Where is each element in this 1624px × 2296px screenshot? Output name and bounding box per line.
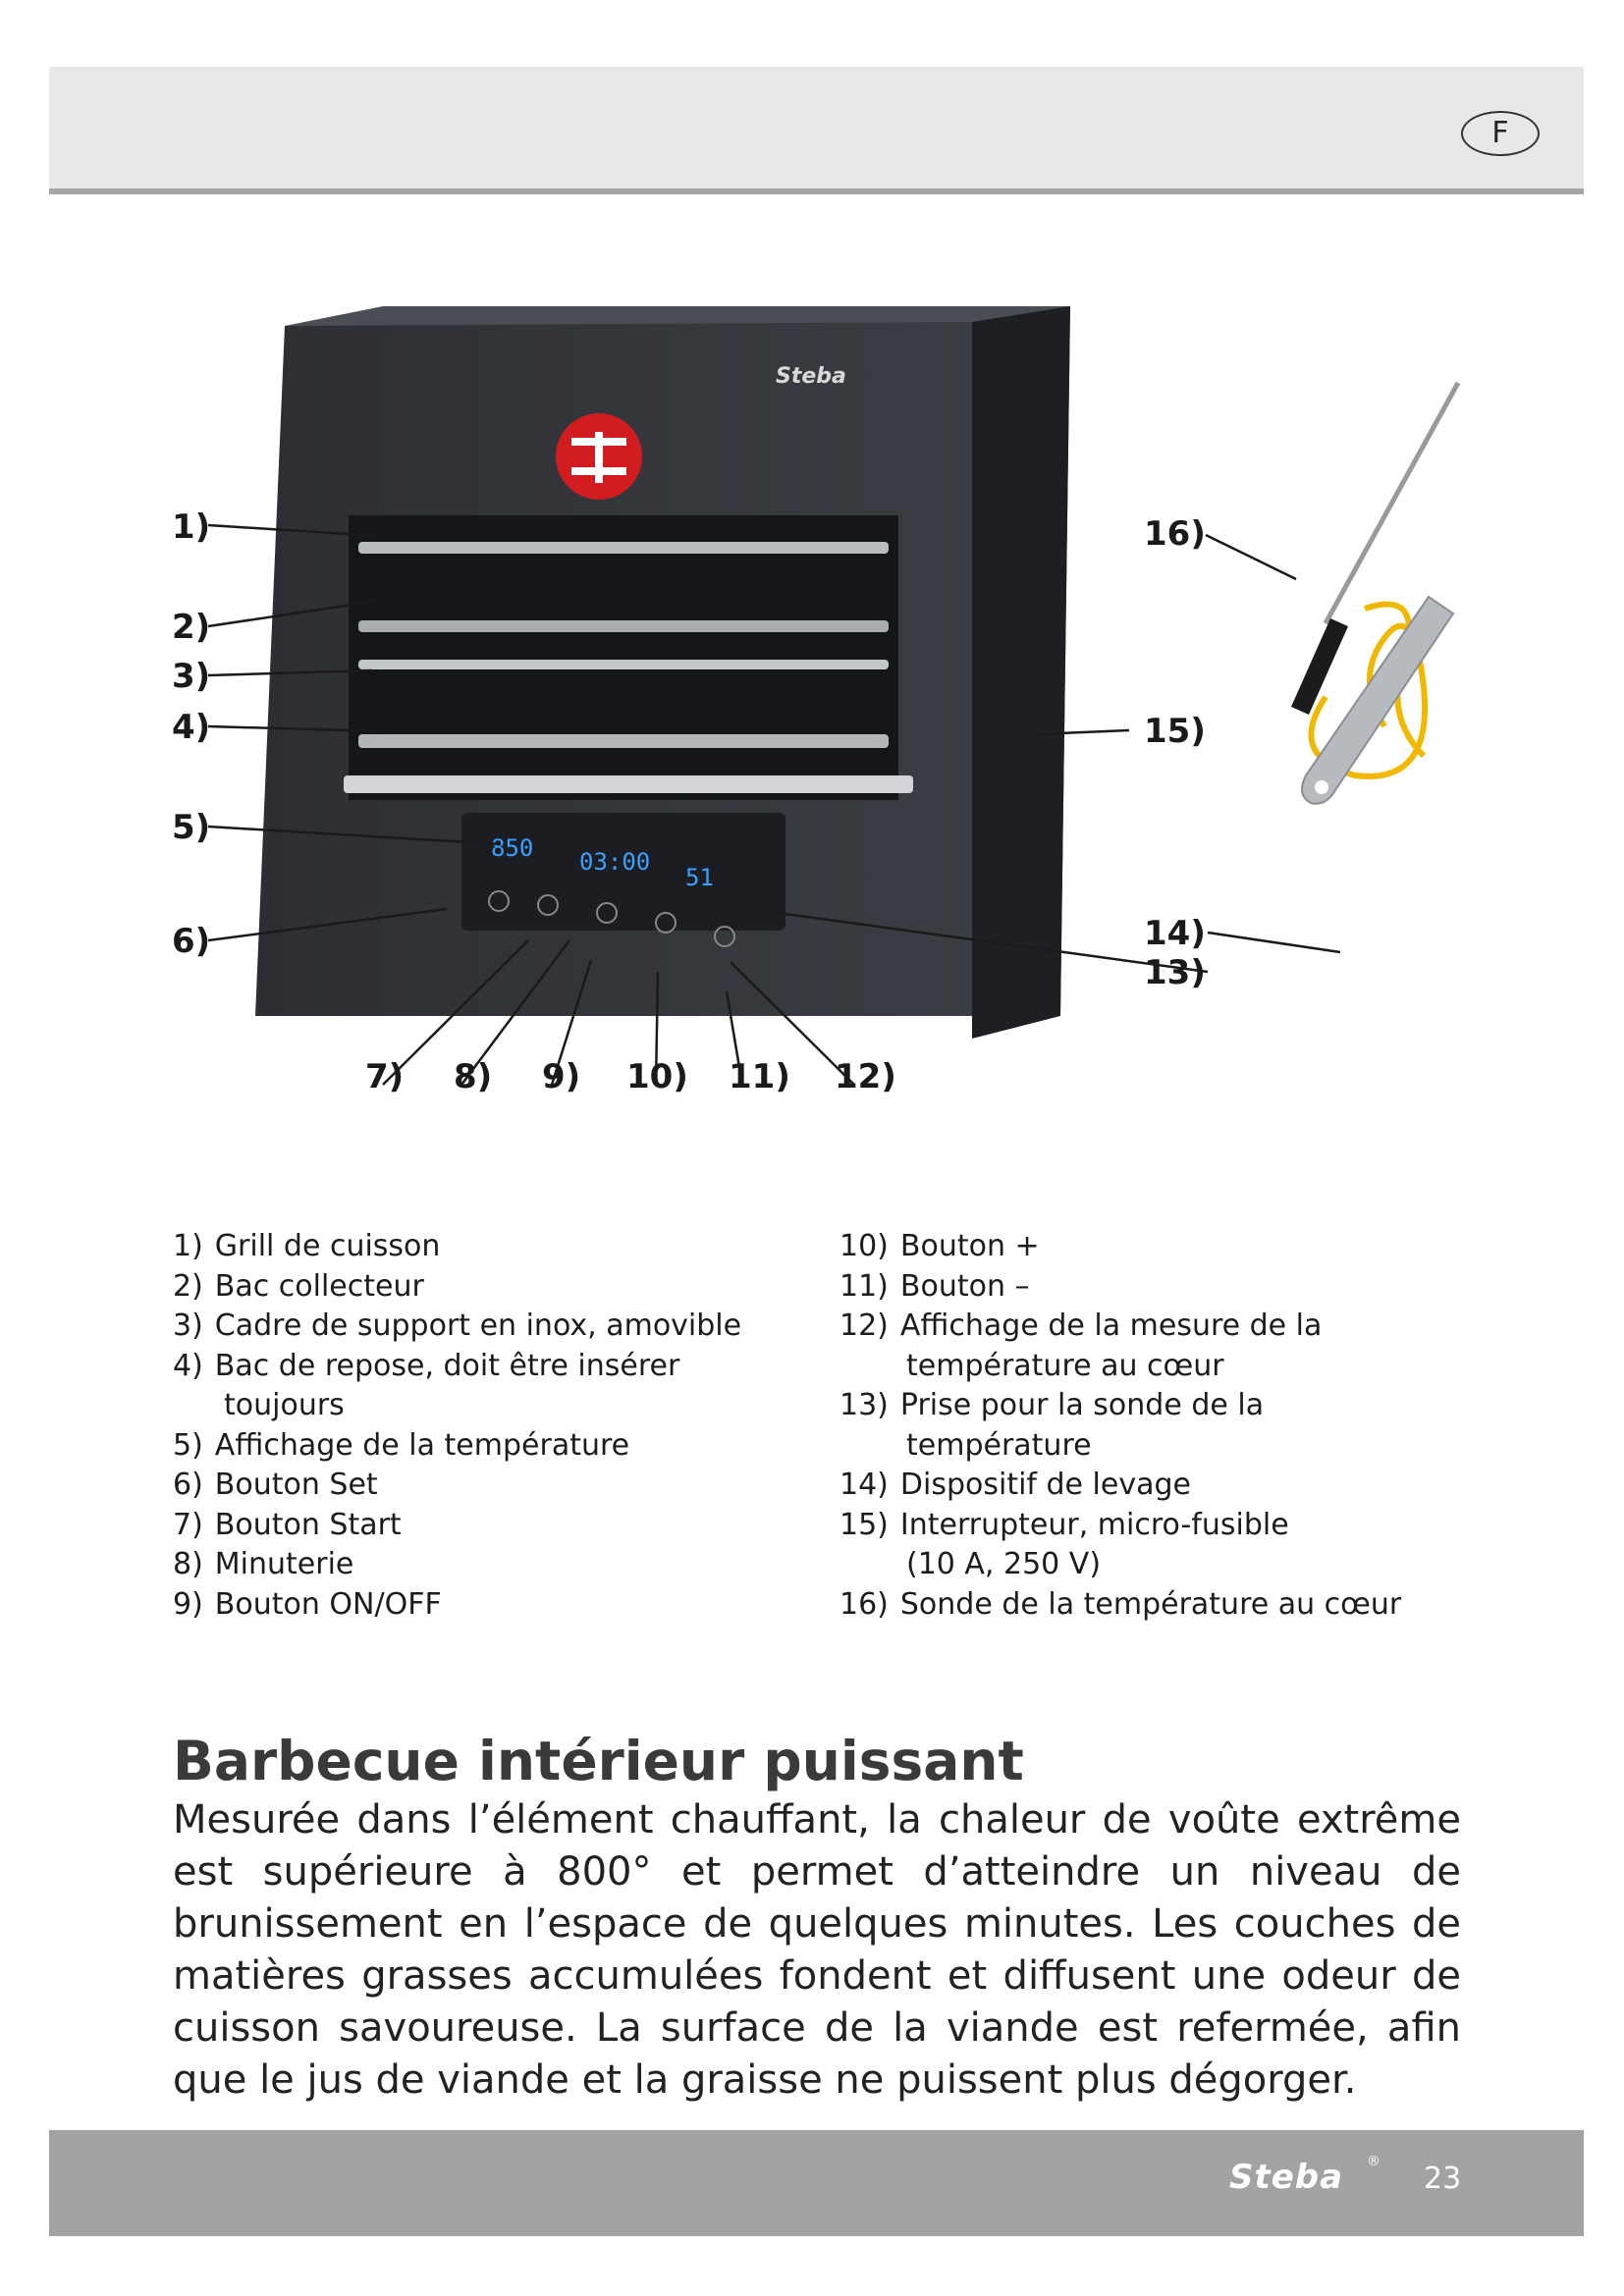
legend-text: Cadre de support en inox, amovible	[215, 1307, 741, 1347]
callout-1: 1)	[172, 507, 210, 547]
legend-continuation: (10 A, 250 V)	[839, 1545, 1546, 1585]
callout-5: 5)	[172, 808, 210, 847]
legend-continuation: température	[839, 1426, 1546, 1467]
legend-text: Bouton Start	[215, 1506, 402, 1546]
legend-number: 14)	[839, 1466, 889, 1506]
legend-item: 12) Affichage de la mesure de la	[839, 1307, 1546, 1347]
legend-item: 7) Bouton Start	[173, 1506, 801, 1546]
legend-item: 3) Cadre de support en inox, amovible	[173, 1307, 801, 1347]
device-brand-logo: Steba	[776, 364, 846, 389]
section-body: Mesurée dans l’élément chauffant, la cha…	[173, 1794, 1461, 2107]
legend-text: Bac de repose, doit être insérer	[215, 1347, 680, 1387]
legend-item: 11) Bouton –	[839, 1267, 1546, 1308]
callout-12: 12)	[835, 1057, 896, 1096]
callout-13: 13)	[1144, 953, 1206, 992]
legend-number: 7)	[173, 1506, 203, 1546]
legend-right: 10) Bouton + 11) Bouton – 12) Affichage de …	[839, 1227, 1546, 1625]
footer-brand-logo: Steba	[1229, 2158, 1343, 2197]
language-badge: F	[1461, 111, 1540, 156]
legend-text: Bouton –	[900, 1267, 1030, 1308]
legend-number: 3)	[173, 1307, 203, 1347]
legend-item: 14) Dispositif de levage	[839, 1466, 1546, 1506]
legend-number: 4)	[173, 1347, 203, 1387]
legend-number: 16)	[839, 1585, 889, 1626]
legend-continuation: toujours	[173, 1386, 801, 1426]
page-number: 23	[1424, 2162, 1461, 2196]
temperature-display: 850	[491, 834, 533, 862]
legend-item: 15) Interrupteur, micro-fusible	[839, 1506, 1546, 1546]
legend-item: 10) Bouton +	[839, 1227, 1546, 1267]
callout-3: 3)	[172, 657, 210, 696]
header-band	[49, 67, 1584, 188]
header-rule	[49, 188, 1584, 194]
callout-16: 16)	[1144, 514, 1206, 554]
legend-left: 1) Grill de cuisson 2) Bac collecteur 3) Ca…	[173, 1227, 801, 1625]
legend-item: 1) Grill de cuisson	[173, 1227, 801, 1267]
callout-10: 10)	[626, 1057, 688, 1096]
device-figure: Steba 850 03:00 51 1)	[147, 285, 1522, 1148]
legend-text: Grill de cuisson	[215, 1227, 441, 1267]
legend-number: 11)	[839, 1267, 889, 1308]
legend-text: Interrupteur, micro-fusible	[900, 1506, 1289, 1546]
callout-15: 15)	[1144, 712, 1206, 751]
footer-band	[49, 2130, 1584, 2236]
legend-number: 12)	[839, 1307, 889, 1347]
callout-2: 2)	[172, 608, 210, 647]
legend-item: 5) Affichage de la température	[173, 1426, 801, 1467]
legend-text: Prise pour la sonde de la	[900, 1386, 1264, 1426]
callout-9: 9)	[542, 1057, 580, 1096]
callout-7: 7)	[365, 1057, 404, 1096]
callout-6: 6)	[172, 922, 210, 961]
legend-number: 6)	[173, 1466, 203, 1506]
legend-number: 1)	[173, 1227, 203, 1267]
legend-number: 8)	[173, 1545, 203, 1585]
legend-text: Bouton Set	[215, 1466, 378, 1506]
legend-continuation: température au cœur	[839, 1347, 1546, 1387]
legend-text: Bouton ON/OFF	[215, 1585, 442, 1626]
callout-11: 11)	[729, 1057, 790, 1096]
legend-number: 2)	[173, 1267, 203, 1308]
legend-item: 16) Sonde de la température au cœur	[839, 1585, 1546, 1626]
legend-item: 6) Bouton Set	[173, 1466, 801, 1506]
legend-number: 5)	[173, 1426, 203, 1467]
callout-4: 4)	[172, 708, 210, 747]
callout-14: 14)	[1144, 914, 1206, 953]
legend-number: 15)	[839, 1506, 889, 1546]
legend-number: 10)	[839, 1227, 889, 1267]
legend-text: Dispositif de levage	[900, 1466, 1191, 1506]
legend-number: 9)	[173, 1585, 203, 1626]
grill-oven: Steba 850 03:00 51	[255, 306, 1070, 1039]
registered-mark: ®	[1367, 2154, 1380, 2169]
legend-item: 4) Bac de repose, doit être insérer	[173, 1347, 801, 1387]
section-title: Barbecue intérieur puissant	[173, 1730, 1024, 1792]
callout-8: 8)	[454, 1057, 492, 1096]
legend-item: 2) Bac collecteur	[173, 1267, 801, 1308]
legend-item: 8) Minuterie	[173, 1545, 801, 1585]
legend-text: Sonde de la température au cœur	[900, 1585, 1401, 1626]
legend-text: Bac collecteur	[215, 1267, 424, 1308]
legend-text: Affichage de la mesure de la	[900, 1307, 1323, 1347]
legend-item: 9) Bouton ON/OFF	[173, 1585, 801, 1626]
legend-item: 13) Prise pour la sonde de la	[839, 1386, 1546, 1426]
core-temp-display: 51	[685, 864, 714, 891]
legend-text: Bouton +	[900, 1227, 1040, 1267]
legend-text: Affichage de la température	[215, 1426, 629, 1467]
legend-number: 13)	[839, 1386, 889, 1426]
legend-text: Minuterie	[215, 1545, 354, 1585]
timer-display: 03:00	[579, 848, 650, 876]
